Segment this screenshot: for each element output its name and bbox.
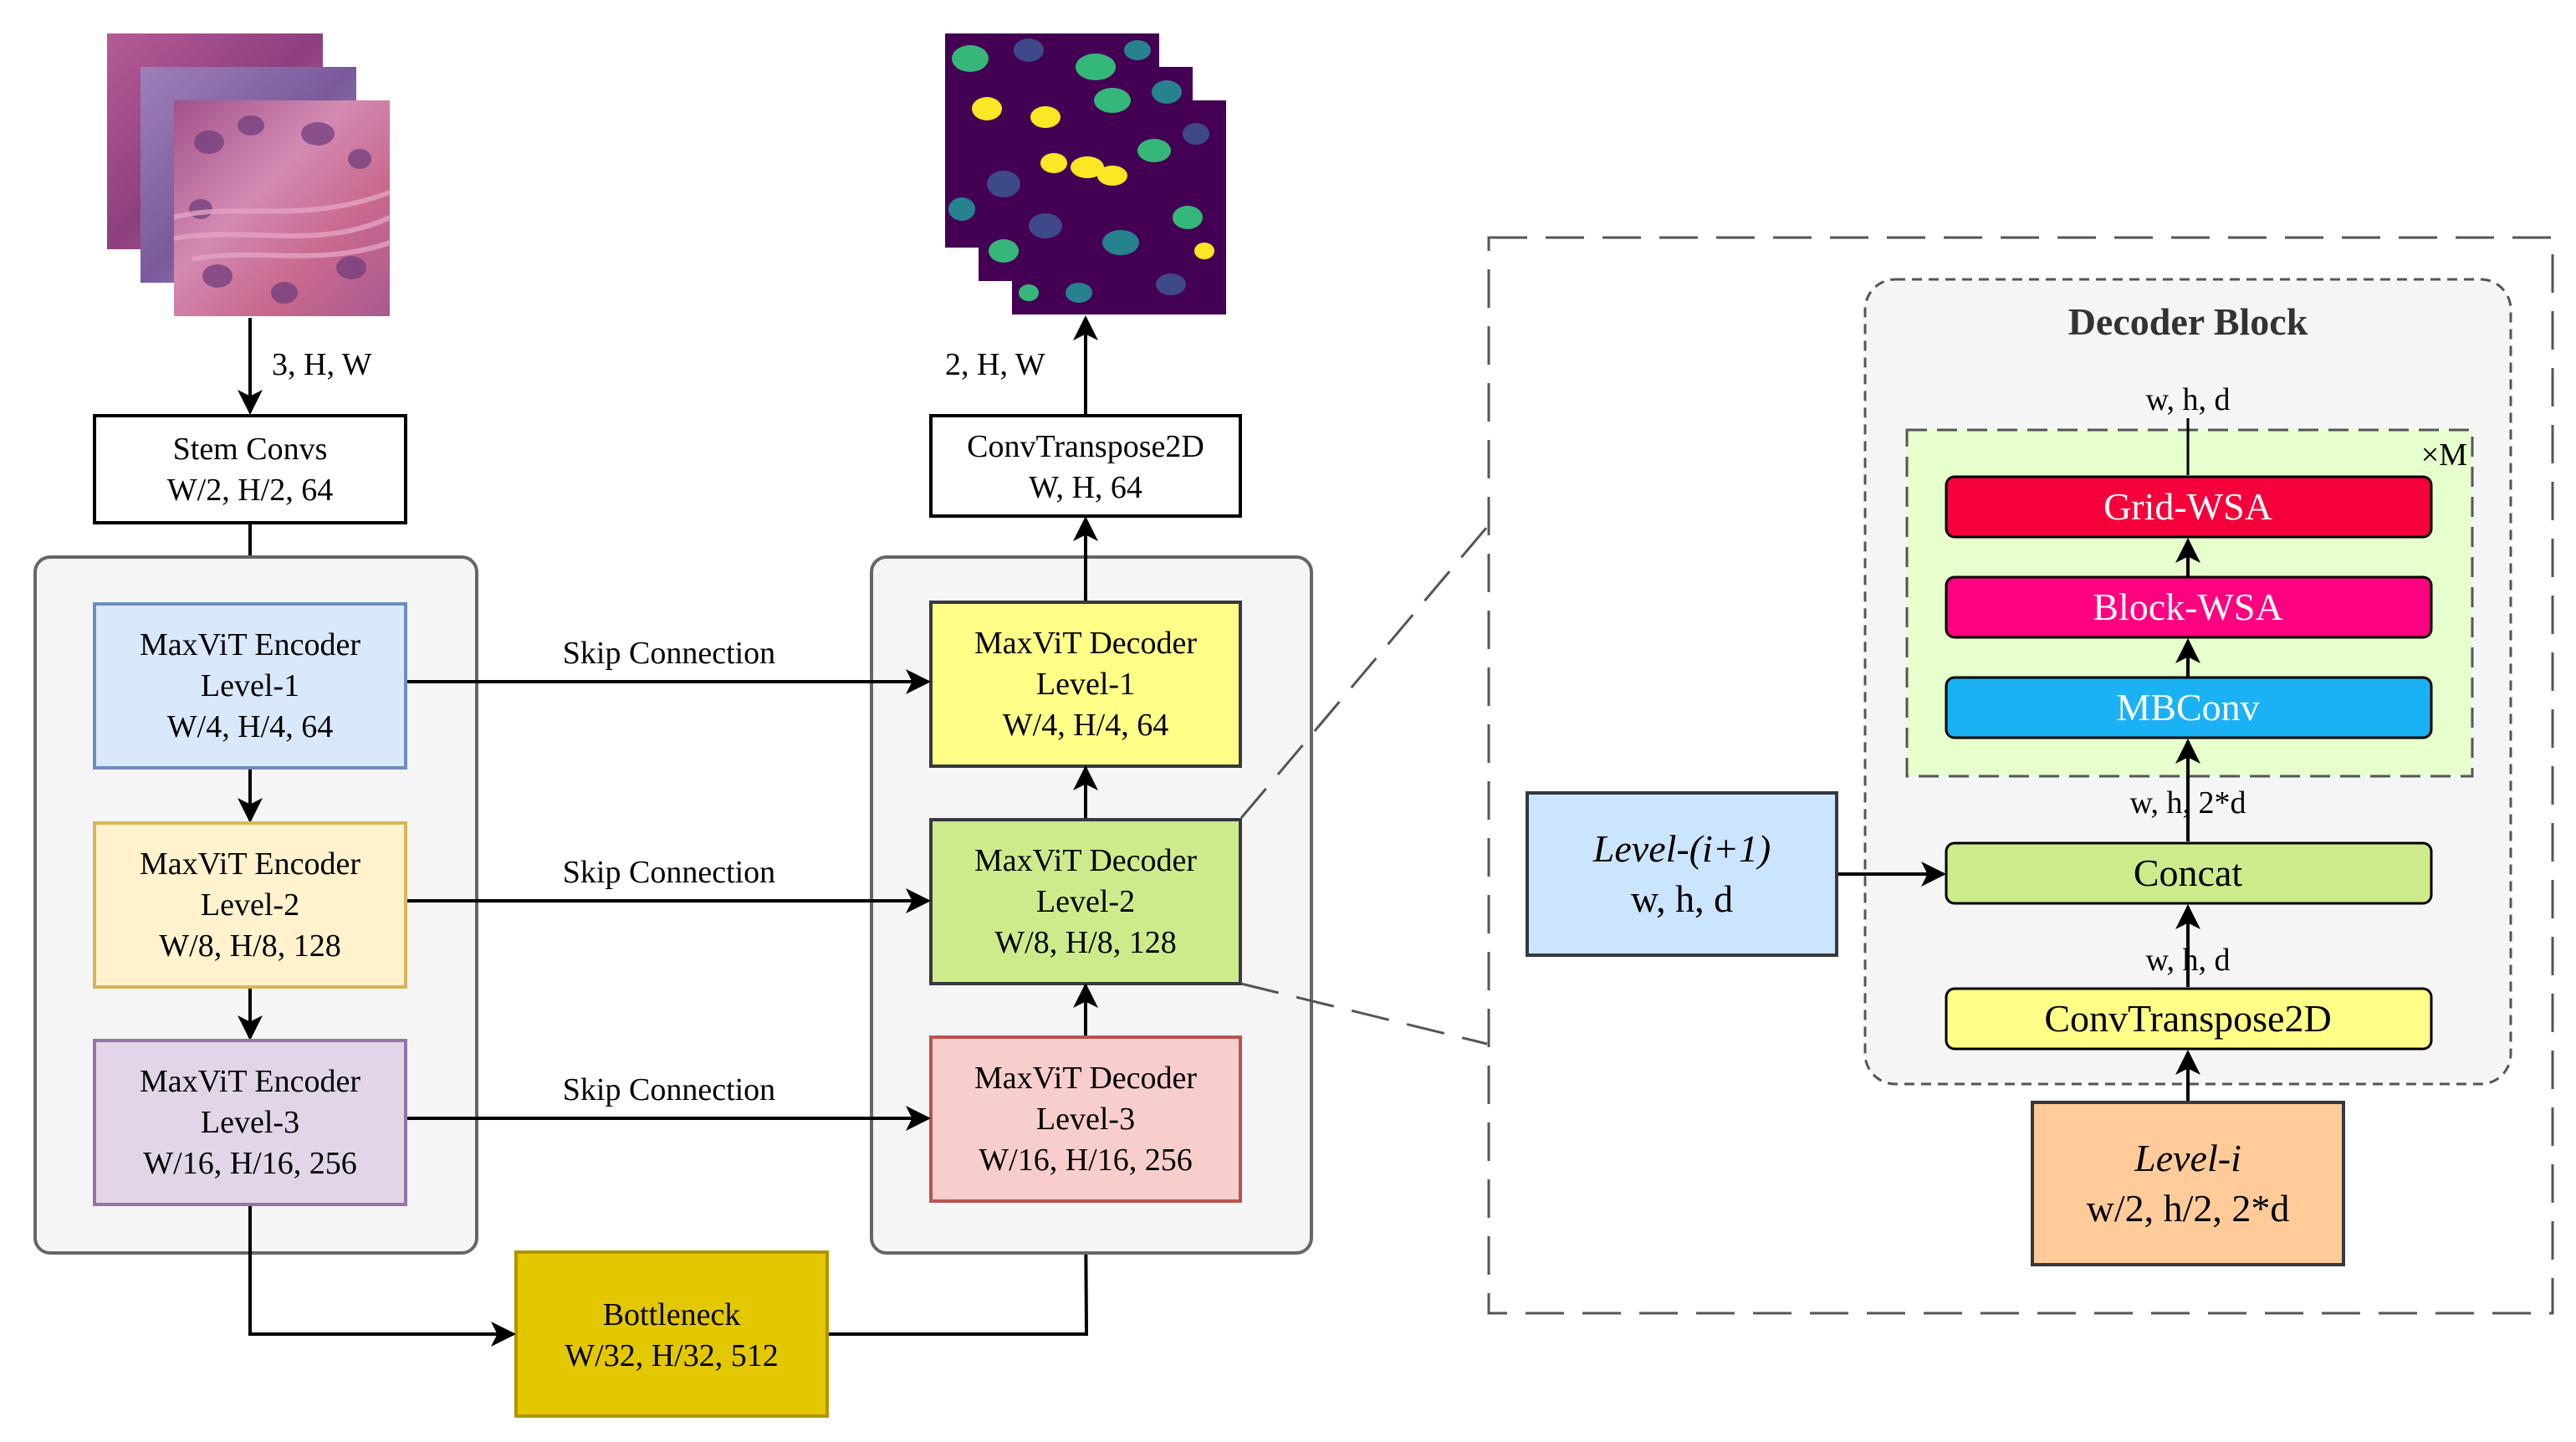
bottleneck-box: Bottleneck W/32, H/32, 512	[514, 1250, 829, 1418]
dim-label-convt: w, h, d	[2146, 943, 2231, 978]
stem-dims: W/2, H/2, 64	[167, 473, 333, 508]
input-dim-label: 3, H, W	[272, 347, 372, 382]
mask-blobs-front	[1019, 123, 1214, 303]
convtranspose-detail-block: ConvTranspose2D	[1945, 987, 2433, 1051]
enc1-line3: W/4, H/4, 64	[167, 709, 333, 744]
block-wsa-block: Block-WSA	[1945, 575, 2433, 639]
repeat-count-label: ×M	[2421, 437, 2467, 473]
enc3-line2: Level-3	[201, 1105, 299, 1140]
decoder-level-3-box: MaxViT Decoder Level-3 W/16, H/16, 256	[929, 1035, 1242, 1203]
dec2-line2: Level-2	[1036, 884, 1135, 919]
enc1-line2: Level-1	[201, 668, 299, 703]
convt-title: ConvTranspose2D	[967, 429, 1204, 464]
stem-convs-box: Stem Convs W/2, H/2, 64	[93, 414, 407, 524]
enc3-line3: W/16, H/16, 256	[143, 1146, 356, 1181]
mbconv-label: MBConv	[2116, 686, 2259, 729]
skip-label-3: Skip Connection	[563, 1072, 775, 1107]
enc3-to-bottleneck-edge	[248, 1206, 516, 1347]
concat-block: Concat	[1945, 841, 2433, 905]
dec1-line1: MaxViT Decoder	[974, 626, 1197, 661]
dim-label-concat: w, h, 2*d	[2130, 785, 2246, 821]
enc1-line1: MaxViT Encoder	[140, 627, 360, 662]
dec1-line3: W/4, H/4, 64	[1003, 708, 1168, 743]
enc2-line1: MaxViT Encoder	[140, 846, 360, 882]
decoder-level-2-box: MaxViT Decoder Level-2 W/8, H/8, 128	[929, 818, 1242, 985]
dec1-line2: Level-1	[1036, 667, 1135, 702]
encoder-level-2-box: MaxViT Encoder Level-2 W/8, H/8, 128	[93, 821, 407, 989]
block-wsa-label: Block-WSA	[2093, 585, 2282, 628]
encoder-level-1-box: MaxViT Encoder Level-1 W/4, H/4, 64	[93, 602, 407, 770]
mask-blobs-back	[948, 38, 1151, 221]
zoom-line-top	[1239, 526, 1489, 819]
grid-wsa-block: Grid-WSA	[1945, 475, 2433, 539]
tissue-fibers	[173, 190, 391, 262]
dec2-line1: MaxViT Decoder	[974, 843, 1197, 878]
encoder-level-3-box: MaxViT Encoder Level-3 W/16, H/16, 256	[93, 1039, 407, 1206]
level-i-box: Level-i w/2, h/2, 2*d	[2031, 1101, 2345, 1266]
enc2-line3: W/8, H/8, 128	[159, 928, 340, 964]
convtranspose-top-box: ConvTranspose2D W, H, 64	[929, 414, 1242, 518]
mbconv-block: MBConv	[1945, 676, 2433, 739]
mask-blobs-middle	[987, 80, 1182, 263]
bottleneck-title: Bottleneck	[603, 1297, 741, 1332]
convtranspose-detail-label: ConvTranspose2D	[2044, 997, 2331, 1040]
skip-label-2: Skip Connection	[563, 855, 775, 890]
enc3-line1: MaxViT Encoder	[140, 1064, 360, 1099]
output-mask-stack	[945, 33, 1226, 314]
level-i-dims: w/2, h/2, 2*d	[2087, 1187, 2290, 1230]
dec3-line1: MaxViT Decoder	[974, 1061, 1197, 1096]
dec3-line3: W/16, H/16, 256	[979, 1143, 1192, 1178]
dec3-line2: Level-3	[1036, 1102, 1135, 1137]
skip-label-1: Skip Connection	[563, 636, 775, 671]
grid-wsa-label: Grid-WSA	[2103, 485, 2272, 528]
level-next-dims: w, h, d	[1631, 877, 1733, 920]
output-dim-label: 2, H, W	[945, 347, 1045, 382]
decoder-level-1-box: MaxViT Decoder Level-1 W/4, H/4, 64	[929, 601, 1242, 768]
dec2-line3: W/8, H/8, 128	[994, 925, 1176, 960]
zoom-line-bottom	[1240, 982, 1488, 1046]
level-i-title: Level-i	[2134, 1137, 2241, 1179]
input-image-stack	[107, 33, 391, 316]
level-next-box: Level-(i+1) w, h, d	[1526, 791, 1838, 957]
enc2-line2: Level-2	[201, 887, 299, 923]
stem-title: Stem Convs	[173, 432, 328, 467]
bottleneck-dims: W/32, H/32, 512	[565, 1338, 778, 1373]
concat-label: Concat	[2134, 851, 2243, 894]
convt-dims: W, H, 64	[1029, 470, 1142, 505]
dim-label-out: w, h, d	[2146, 382, 2231, 417]
detail-panel-frame	[1487, 236, 2554, 1315]
level-next-title: Level-(i+1)	[1592, 827, 1771, 870]
decoder-block-title: Decoder Block	[2068, 300, 2308, 343]
